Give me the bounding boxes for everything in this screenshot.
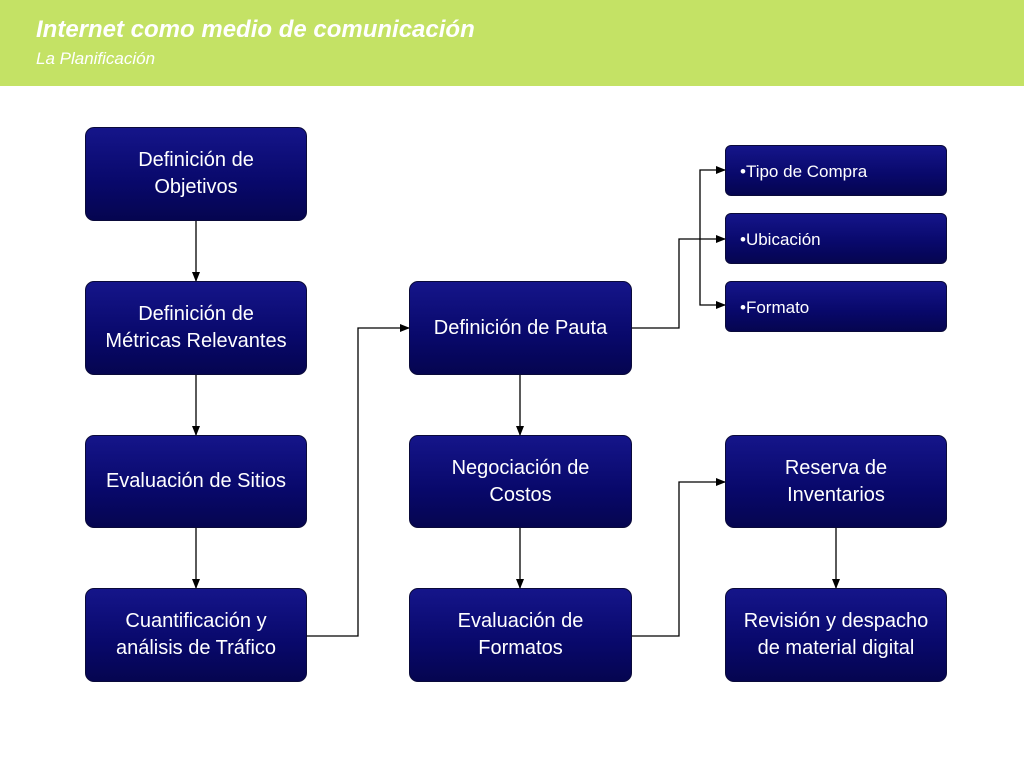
box-definicion-metricas: Definición de Métricas Relevantes [85, 281, 307, 375]
box-definicion-pauta: Definición de Pauta [409, 281, 632, 375]
box-definicion-objetivos: Definición de Objetivos [85, 127, 307, 221]
box-label: Evaluación de Formatos [457, 610, 584, 659]
box-label: Definición de Pauta [433, 316, 608, 339]
box-tipo-compra: •Tipo de Compra [725, 145, 947, 196]
box-ubicacion: •Ubicación [725, 213, 947, 264]
box-label: Evaluación de Sitios [105, 470, 287, 492]
box-label: Reserva de Inventarios [784, 456, 888, 506]
page-subtitle: La Planificación [36, 49, 156, 68]
box-negociacion-costos: Negociación de Costos [409, 435, 632, 528]
box-evaluacion-sitios: Evaluación de Sitios [85, 435, 307, 528]
box-formato: •Formato [725, 281, 947, 332]
box-revision-despacho: Revisión y despacho de material digital [725, 588, 947, 682]
box-reserva-inventarios: Reserva de Inventarios [725, 435, 947, 528]
box-label: •Formato [740, 298, 810, 317]
header-bar: Internet como medio de comunicación La P… [0, 0, 1024, 86]
arrow-to-tipo-compra [699, 166, 726, 239]
arrow-pauta-ubicacion [632, 235, 726, 329]
box-label: Negociación de Costos [451, 456, 590, 506]
box-label: •Tipo de Compra [740, 162, 868, 181]
arrow-trafico-pauta [307, 324, 410, 637]
box-label: •Ubicación [740, 230, 821, 249]
arrow-formatos-inventarios [632, 478, 726, 637]
box-label: Definición de Métricas Relevantes [105, 303, 287, 352]
box-evaluacion-formatos: Evaluación de Formatos [409, 588, 632, 682]
page-title: Internet como medio de comunicación [36, 16, 475, 43]
box-label: Revisión y despacho de material digital [743, 610, 929, 659]
box-label: Definición de Objetivos [138, 149, 254, 198]
box-label: Cuantificación y análisis de Tráfico [115, 610, 277, 659]
arrow-to-formato [699, 239, 726, 309]
box-cuantificacion-trafico: Cuantificación y análisis de Tráfico [85, 588, 307, 682]
